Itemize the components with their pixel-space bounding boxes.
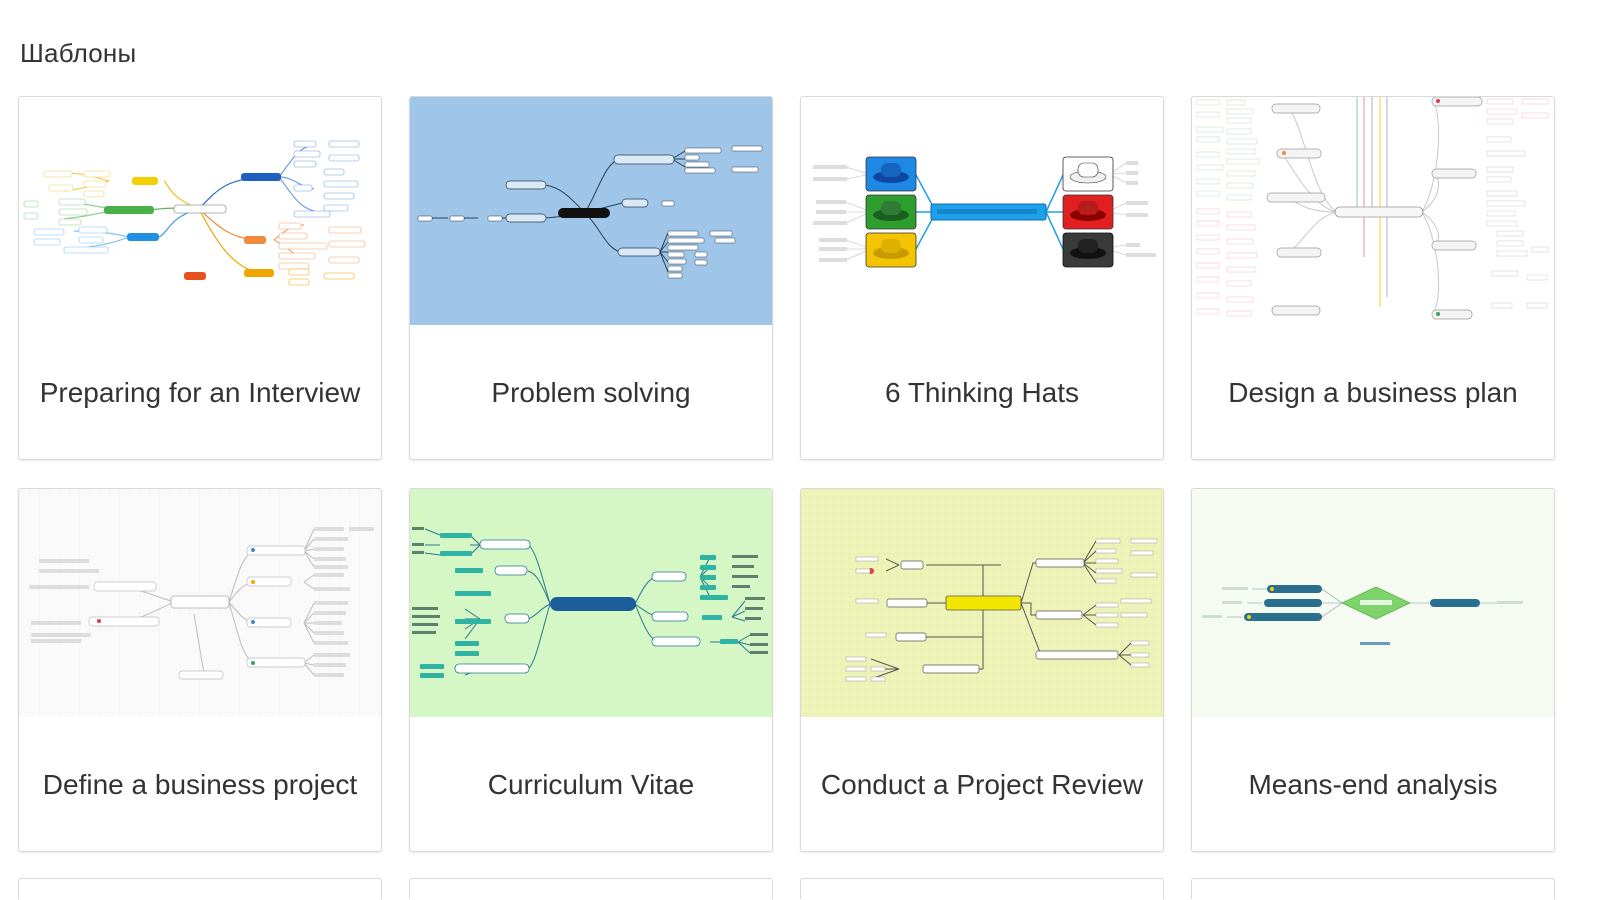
template-card-thinking-hats[interactable]: 6 Thinking Hats — [800, 96, 1164, 460]
template-title: 6 Thinking Hats — [884, 376, 1080, 408]
template-thumbnail — [801, 97, 1163, 325]
template-title: Conduct a Project Review — [820, 768, 1144, 800]
template-thumbnail — [1192, 97, 1554, 325]
template-card-partial[interactable] — [1191, 878, 1555, 899]
template-thumbnail — [19, 97, 381, 325]
template-card-business-project[interactable]: Define a business project — [18, 488, 382, 852]
template-card-partial[interactable] — [409, 878, 773, 899]
template-title: Preparing for an Interview — [39, 376, 361, 408]
template-thumbnail — [801, 489, 1163, 717]
template-title: Define a business project — [42, 768, 358, 800]
template-card-partial[interactable] — [800, 878, 1164, 899]
template-thumbnail — [410, 489, 772, 717]
template-card-partial[interactable] — [18, 878, 382, 899]
page-title: Шаблоны — [20, 38, 137, 68]
template-card-business-plan[interactable]: Design a business plan — [1191, 96, 1555, 460]
template-card-curriculum-vitae[interactable]: Curriculum Vitae — [409, 488, 773, 852]
template-title: Means-end analysis — [1248, 768, 1498, 800]
template-thumbnail — [410, 97, 772, 325]
template-card-project-review[interactable]: Conduct a Project Review — [800, 488, 1164, 852]
template-thumbnail — [19, 489, 381, 717]
template-card-interview[interactable]: Preparing for an Interview — [18, 96, 382, 460]
template-card-problem-solving[interactable]: Problem solving — [409, 96, 773, 460]
template-thumbnail — [1192, 489, 1554, 717]
template-title: Design a business plan — [1228, 376, 1518, 408]
template-title: Problem solving — [491, 376, 691, 408]
template-card-means-end[interactable]: Means-end analysis — [1191, 488, 1555, 852]
template-title: Curriculum Vitae — [487, 768, 695, 800]
